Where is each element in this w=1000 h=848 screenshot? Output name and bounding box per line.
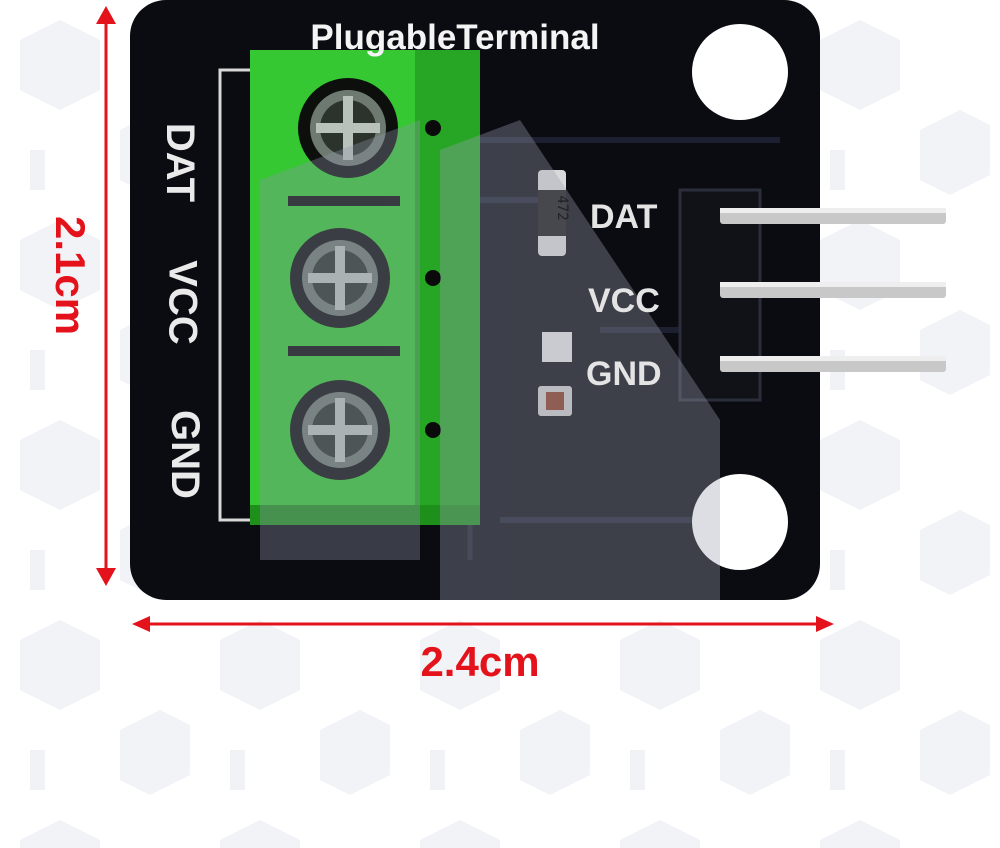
screw-1 <box>298 78 398 178</box>
mounting-hole-top <box>692 24 788 120</box>
pin-label-vcc: VCC <box>588 282 660 320</box>
terminal-label-gnd: GND <box>162 410 207 499</box>
mounting-hole-bottom <box>692 474 788 570</box>
height-dimension-label: 2.1cm <box>47 216 94 336</box>
logo-watermark <box>260 120 720 600</box>
smd-pad <box>542 332 572 362</box>
terminal-label-vcc: VCC <box>160 260 205 345</box>
resistor-marking: 472 <box>554 195 570 221</box>
screw-2 <box>290 228 390 328</box>
height-dimension-line <box>96 6 116 586</box>
width-dimension-label: 2.4cm <box>420 638 540 685</box>
smd-led <box>538 386 572 416</box>
smd-resistor <box>538 170 566 256</box>
pin-label-dat: DAT <box>590 198 658 236</box>
terminal-label-dat: DAT <box>158 122 203 203</box>
screw-3 <box>290 380 390 480</box>
pin-header <box>678 188 946 402</box>
board-title: PlugableTerminal <box>310 18 600 57</box>
width-dimension-line <box>132 616 834 632</box>
pin-label-gnd: GND <box>586 355 662 393</box>
